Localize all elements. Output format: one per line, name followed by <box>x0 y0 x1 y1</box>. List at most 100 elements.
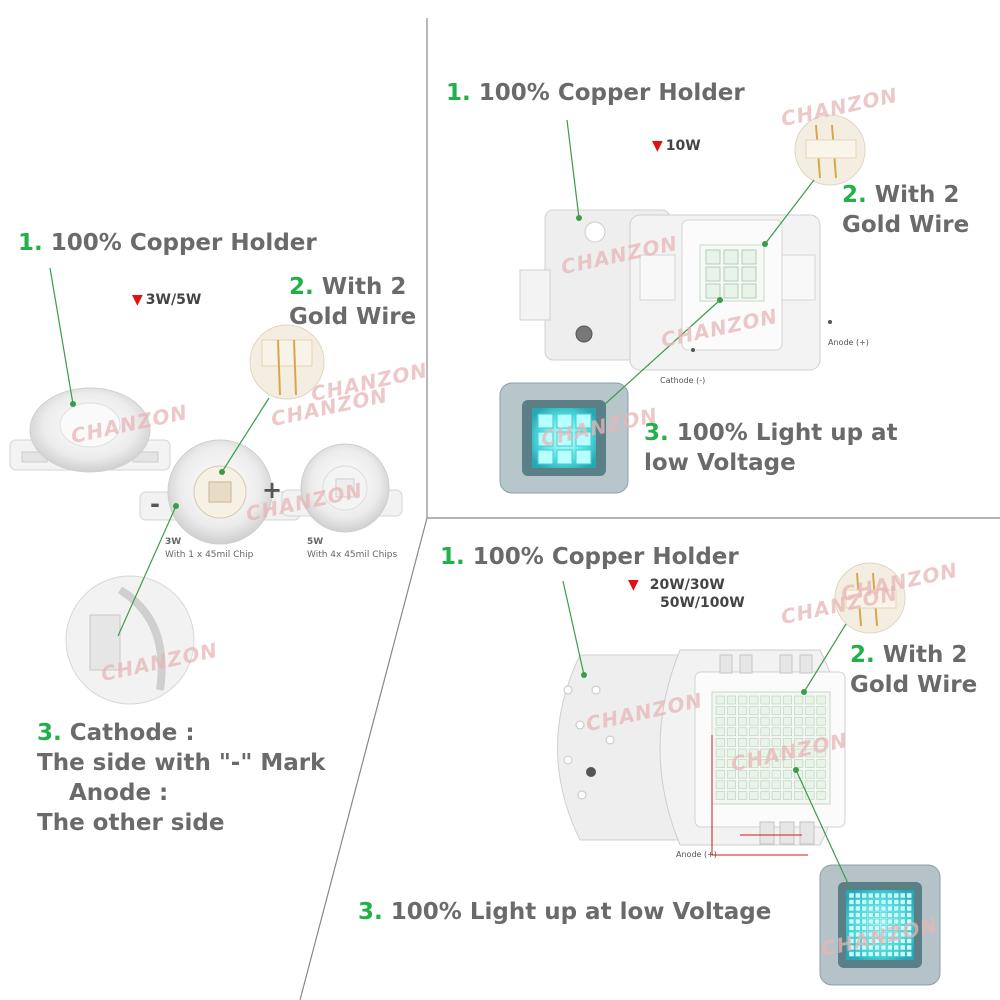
led-chip <box>805 716 815 726</box>
lit-chip <box>880 892 887 899</box>
lit-chip <box>893 944 900 951</box>
led-chip <box>794 706 804 715</box>
led-chip <box>805 748 815 758</box>
lit-chip <box>867 899 874 905</box>
led-chip <box>726 695 737 705</box>
lit-chip <box>855 925 861 931</box>
lit-chip <box>906 912 912 918</box>
lit-chip <box>899 925 906 931</box>
led-chip <box>715 706 725 715</box>
gold-wire-zoom-left <box>249 324 325 400</box>
lit-chip <box>861 931 868 938</box>
led-chip <box>760 706 770 715</box>
top-gold-wire-label: 2. With 2 Gold Wire <box>842 182 970 238</box>
led-chip <box>726 780 737 790</box>
lit-chip <box>899 892 906 899</box>
lit-chip <box>848 905 855 912</box>
led-chip <box>794 759 804 768</box>
lit-chip <box>893 938 900 944</box>
lit-chip <box>861 892 868 899</box>
lit-chip <box>899 938 906 944</box>
led-chip <box>805 738 815 747</box>
lit-chip <box>848 944 855 951</box>
lit-chip <box>899 944 906 951</box>
lit-chip <box>880 905 887 912</box>
lit-chip <box>848 931 855 938</box>
top-anode-label: Anode (+) <box>828 338 869 347</box>
lit-chip <box>906 938 912 944</box>
lit-chip <box>893 899 900 905</box>
lit-chip <box>861 905 868 912</box>
lit-chip <box>848 899 855 905</box>
led-chip <box>749 706 759 715</box>
led-chip <box>749 727 759 737</box>
lit-chip <box>855 905 861 912</box>
bottom-light-label: 3. 100% Light up at low Voltage <box>358 899 772 925</box>
led-chip <box>760 748 770 758</box>
led-chip <box>794 727 804 737</box>
led-chip <box>816 706 826 715</box>
led-chip <box>805 759 815 768</box>
lit-chip <box>867 905 874 912</box>
led-chip <box>794 695 804 705</box>
lit-chip <box>874 938 880 944</box>
lit-chip <box>874 892 880 899</box>
led-chip <box>760 769 770 779</box>
lit-chip <box>861 951 868 957</box>
led-chip <box>738 748 748 758</box>
led-chip <box>760 695 770 705</box>
led-chip <box>771 759 781 768</box>
lit-chip <box>906 918 912 925</box>
led-chip <box>805 769 815 779</box>
led-chip <box>794 738 804 747</box>
led-chip <box>726 748 737 758</box>
led-chip <box>782 780 793 790</box>
lit-100w-inset <box>819 864 941 986</box>
lit-chip <box>855 931 861 938</box>
led-chip <box>738 769 748 779</box>
bottom-wattage: ▼20W/30W 50W/100W <box>628 577 745 611</box>
lit-chip <box>880 938 887 944</box>
lit-chip <box>887 899 893 905</box>
led-3w-caption: 3W With 1 x 45mil Chip <box>165 537 254 560</box>
bottom-anode-label: Anode (+) <box>676 850 717 859</box>
lit-chip <box>893 892 900 899</box>
led-chip <box>760 759 770 768</box>
lit-chip <box>893 905 900 912</box>
led-chip <box>726 769 737 779</box>
lit-chip <box>861 925 868 931</box>
led-chip <box>782 706 793 715</box>
led-chip <box>715 695 725 705</box>
left-holder-label: 1. 100% Copper Holder <box>18 230 317 256</box>
led-chip <box>771 738 781 747</box>
lit-chip <box>899 931 906 938</box>
led-chip <box>771 791 781 800</box>
led-chip <box>738 695 748 705</box>
led-chip <box>726 791 737 800</box>
lit-chip <box>906 905 912 912</box>
led-chip <box>749 759 759 768</box>
lit-chip <box>855 918 861 925</box>
led-chip <box>715 738 725 747</box>
lit-chip <box>867 925 874 931</box>
lit-chip <box>887 938 893 944</box>
lit-chip <box>880 912 887 918</box>
lit-chip <box>848 912 855 918</box>
lit-chip <box>899 899 906 905</box>
lit-chip <box>874 899 880 905</box>
lit-chip <box>867 892 874 899</box>
lit-chip <box>848 951 855 957</box>
lit-chip <box>880 931 887 938</box>
lit-chip <box>880 899 887 905</box>
lit-chip <box>893 918 900 925</box>
gold-wire-zoom-bottom <box>834 562 906 634</box>
lit-chip <box>899 918 906 925</box>
lit-chip <box>867 938 874 944</box>
led-chip <box>749 738 759 747</box>
led-chip <box>749 780 759 790</box>
lit-chip <box>906 892 912 899</box>
lit-chip <box>861 918 868 925</box>
led-chip <box>749 791 759 800</box>
bottom-gold-wire-label: 2. With 2 Gold Wire <box>850 642 978 698</box>
